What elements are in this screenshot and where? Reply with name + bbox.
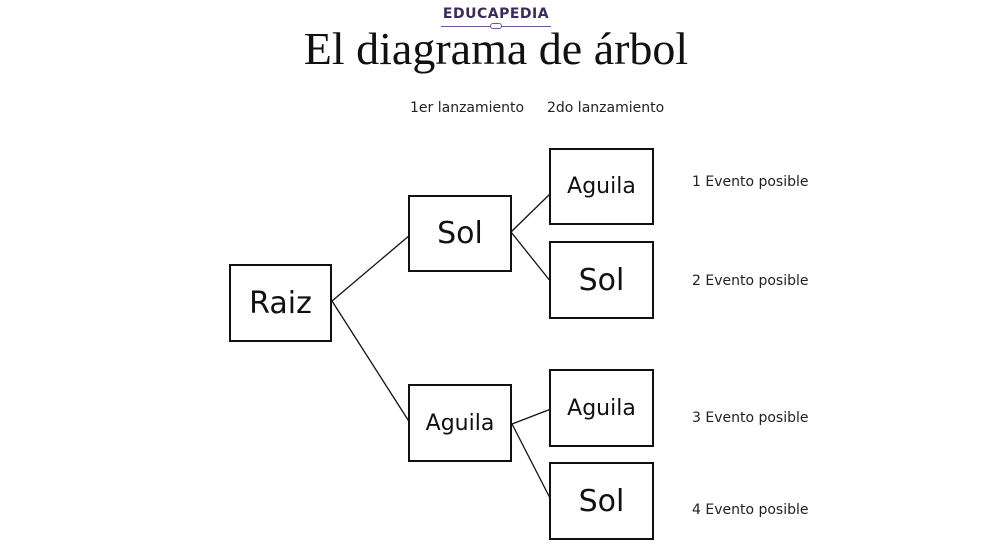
node-first-aguila: Aguila xyxy=(408,384,512,462)
edge-root-to-aguila xyxy=(331,300,411,424)
brand-name: EDUCAPEDIA xyxy=(442,6,550,22)
node-second-sol-1: Sol xyxy=(549,241,654,319)
edge-aguila-to-sol xyxy=(511,423,552,501)
edge-sol-to-aguila xyxy=(510,192,552,233)
node-second-aguila-2: Aguila xyxy=(549,369,654,447)
edge-aguila-to-aguila xyxy=(511,408,552,425)
node-second-sol-2: Sol xyxy=(549,462,654,540)
outcome-label-1: 1 Evento posible xyxy=(692,174,809,190)
node-root: Raiz xyxy=(229,264,332,342)
node-second-aguila-1: Aguila xyxy=(549,148,654,225)
outcome-label-4: 4 Evento posible xyxy=(692,502,809,518)
outcome-label-2: 2 Evento posible xyxy=(692,273,809,289)
diagram-title: El diagrama de árbol xyxy=(303,23,689,74)
edge-root-to-sol xyxy=(331,234,411,302)
brand-header: EDUCAPEDIA xyxy=(0,6,992,29)
outcome-label-3: 3 Evento posible xyxy=(692,410,809,426)
column-label-second-toss: 2do lanzamiento xyxy=(547,100,665,116)
edge-sol-to-sol xyxy=(510,231,552,283)
node-first-sol: Sol xyxy=(408,195,512,272)
logo-ornament-icon xyxy=(441,23,551,29)
column-label-first-toss: 1er lanzamiento xyxy=(410,100,525,116)
